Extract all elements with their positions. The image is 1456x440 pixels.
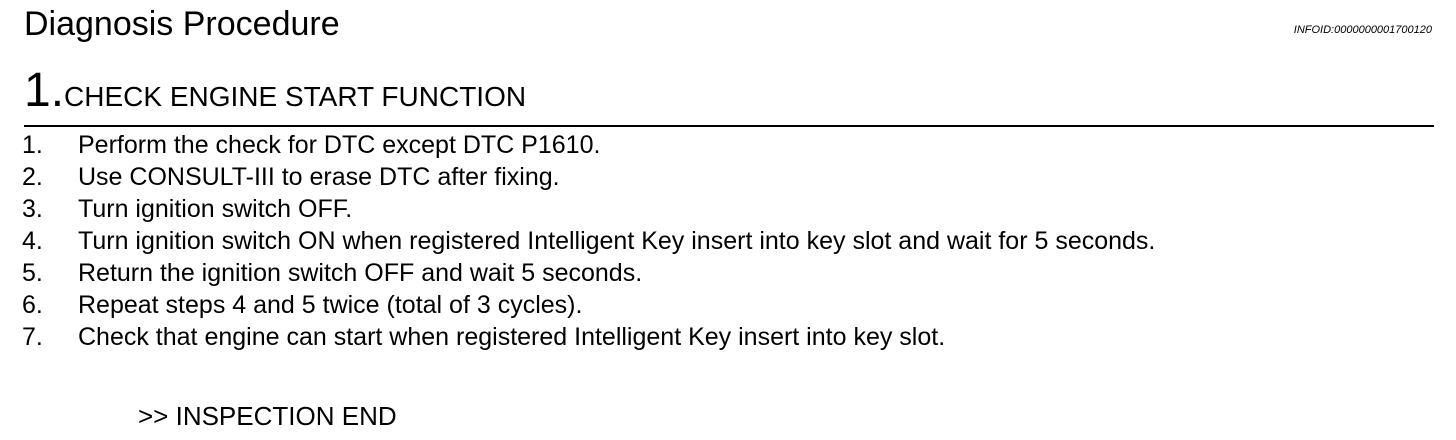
- step-item-text: Turn ignition switch ON when registered …: [78, 227, 1156, 255]
- step-item-text: Check that engine can start when registe…: [78, 323, 946, 351]
- step-title: CHECK ENGINE START FUNCTION: [64, 81, 527, 112]
- step-item: 7. Check that engine can start when regis…: [22, 321, 1155, 353]
- section-divider: [24, 125, 1434, 127]
- step-item: 5. Return the ignition switch OFF and wai…: [22, 257, 1155, 289]
- step-item-text: Return the ignition switch OFF and wait …: [78, 259, 643, 287]
- step-header: 1.CHECK ENGINE START FUNCTION: [24, 63, 526, 125]
- info-id: INFOID:0000000001700120: [1293, 24, 1432, 36]
- step-item-number: 3.: [22, 195, 43, 223]
- step-item: 3. Turn ignition switch OFF.: [22, 193, 1155, 225]
- step-item-number: 2.: [22, 163, 43, 191]
- step-item-number: 7.: [22, 323, 43, 351]
- step-item-text: Use CONSULT-III to erase DTC after fixin…: [78, 163, 560, 191]
- step-item: 1. Perform the check for DTC except DTC P…: [22, 129, 1155, 161]
- page-title: Diagnosis Procedure: [24, 5, 340, 43]
- step-item: 4. Turn ignition switch ON when registere…: [22, 225, 1155, 257]
- step-item-text: Turn ignition switch OFF.: [78, 195, 353, 223]
- step-number: 1.: [24, 64, 65, 117]
- step-item: 2. Use CONSULT-III to erase DTC after fix…: [22, 161, 1155, 193]
- inspection-result: >> INSPECTION END: [138, 401, 397, 431]
- step-item-number: 1.: [22, 131, 43, 159]
- steps-list: 1. Perform the check for DTC except DTC P…: [22, 129, 1155, 353]
- step-item-number: 6.: [22, 291, 43, 319]
- step-item-number: 4.: [22, 227, 43, 255]
- step-item-text: Perform the check for DTC except DTC P16…: [78, 131, 601, 159]
- step-item-text: Repeat steps 4 and 5 twice (total of 3 c…: [78, 291, 583, 319]
- step-item-number: 5.: [22, 259, 43, 287]
- step-item: 6. Repeat steps 4 and 5 twice (total of 3…: [22, 289, 1155, 321]
